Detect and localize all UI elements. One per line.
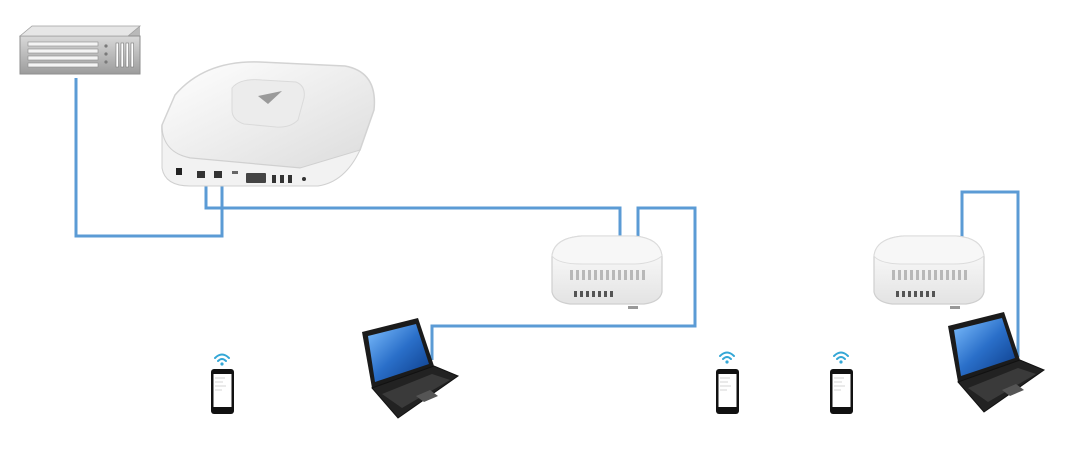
wired-links — [74, 78, 1020, 360]
link-mesh-node-2-to-laptop-2 — [960, 190, 1020, 357]
laptop-icon — [362, 318, 460, 419]
link-access-point-to-mesh-node-1-b — [430, 206, 697, 360]
wifi-icon — [833, 351, 849, 364]
smartphone-icon — [716, 369, 739, 414]
smartphone-icon — [211, 369, 234, 414]
link-server-to-access-point — [74, 78, 224, 238]
ceiling-access-point-icon — [161, 61, 376, 187]
access-point-ports — [176, 168, 306, 183]
mesh-router-icon — [873, 235, 985, 309]
link-access-point-to-mesh-node-1-a — [204, 172, 622, 238]
rack-server-icon — [18, 25, 142, 75]
laptop-icon — [948, 312, 1046, 413]
access-point-logo-icon — [258, 91, 282, 104]
smartphone-icon — [830, 369, 853, 414]
wifi-icon — [214, 353, 230, 366]
wifi-icon — [719, 351, 735, 364]
mesh-router-icon — [551, 235, 663, 309]
